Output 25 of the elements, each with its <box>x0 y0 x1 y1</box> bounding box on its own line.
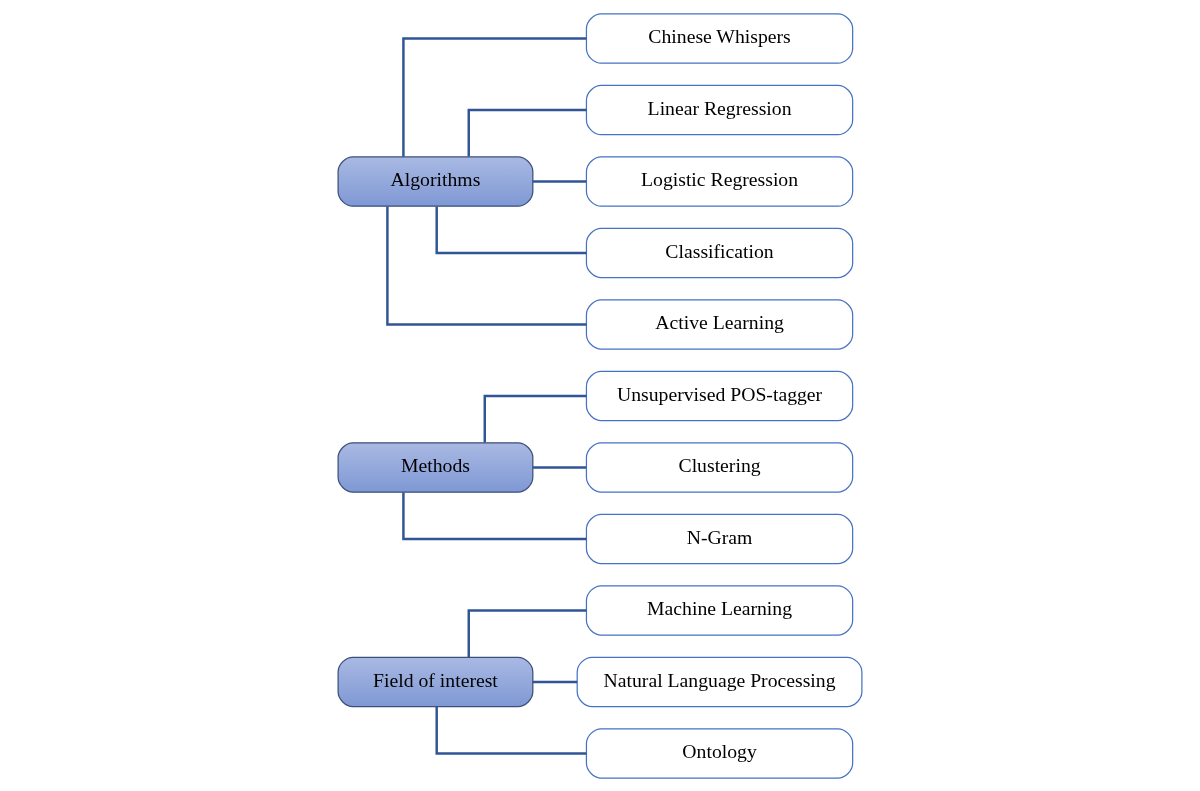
node-box: Active Learning <box>585 298 854 350</box>
node-box: Logistic Regression <box>585 155 854 207</box>
connector <box>435 206 587 254</box>
node-box: Machine Learning <box>585 584 854 636</box>
node-box: Unsupervised POS-tagger <box>585 370 854 421</box>
connector <box>402 36 587 157</box>
connector <box>467 608 587 657</box>
connector <box>532 680 578 683</box>
node-box: Chinese Whispers <box>585 12 854 64</box>
connector <box>483 394 587 442</box>
connector <box>402 492 587 540</box>
node-box: Field of interest <box>337 656 534 707</box>
connector <box>386 205 587 326</box>
node-box: Linear Regression <box>585 84 854 135</box>
node-box: Classification <box>585 227 854 278</box>
node-box: Methods <box>337 441 534 493</box>
node-box: Natural Language Processing <box>576 656 863 707</box>
connector <box>532 179 587 183</box>
connector <box>467 108 587 157</box>
node-box: Algorithms <box>337 155 534 207</box>
node-box: Clustering <box>585 441 854 493</box>
connector <box>532 465 587 469</box>
node-box: N-Gram <box>585 513 854 564</box>
connector <box>435 706 587 755</box>
node-box: Ontology <box>585 727 854 779</box>
